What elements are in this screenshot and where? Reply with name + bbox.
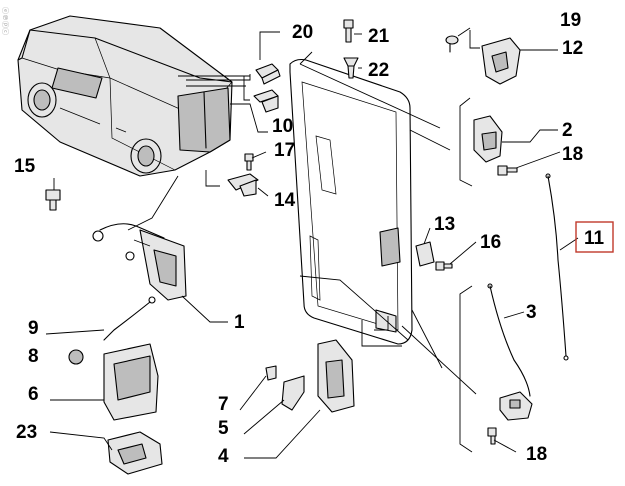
- watermark: ⓔ℗ⓟⓒ: [1, 7, 9, 35]
- callout-3[interactable]: 3: [526, 302, 537, 323]
- callout-4[interactable]: 4: [218, 446, 229, 467]
- part-22-stud: [343, 57, 359, 79]
- part-7-clip: [265, 365, 277, 381]
- callout-11-highlight-box: [575, 221, 614, 253]
- callout-6[interactable]: 6: [28, 384, 39, 405]
- callout-18-upper[interactable]: 18: [562, 144, 583, 165]
- part-13-striker: [415, 241, 435, 267]
- callouts: 20 21 19 12 22 10 2 17 18 15 14 13 11 16…: [14, 10, 614, 467]
- part-11-rod: [545, 173, 569, 361]
- part-14-bracket: [227, 173, 259, 197]
- callout-17[interactable]: 17: [274, 140, 295, 161]
- callout-12[interactable]: 12: [562, 38, 583, 59]
- callout-11[interactable]: 11: [584, 228, 605, 249]
- part-6-outer-handle: [103, 343, 159, 421]
- callout-21[interactable]: 21: [368, 26, 390, 47]
- part-4-inner-handle: [317, 339, 355, 413]
- part-19-clip: [445, 35, 459, 53]
- leader-lines: [45, 27, 579, 459]
- part-9-cable: [103, 296, 156, 341]
- callout-5[interactable]: 5: [218, 418, 229, 439]
- callout-22[interactable]: 22: [368, 60, 389, 81]
- part-2-hinge: [473, 115, 503, 163]
- callout-18-lower[interactable]: 18: [526, 444, 547, 465]
- part-8-cap: [68, 349, 84, 365]
- callout-2[interactable]: 2: [562, 120, 573, 141]
- van-illustration: [17, 15, 233, 177]
- callout-19[interactable]: 19: [560, 10, 581, 31]
- part-15-screw: [45, 189, 61, 211]
- part-18-bolt-upper: [497, 165, 518, 176]
- part-1-lock-assembly: [92, 223, 187, 301]
- callout-8[interactable]: 8: [28, 346, 39, 367]
- part-3-rod: [487, 283, 531, 397]
- callout-16[interactable]: 16: [480, 232, 501, 253]
- callout-20[interactable]: 20: [292, 22, 313, 43]
- callout-10[interactable]: 10: [272, 116, 293, 137]
- callout-23[interactable]: 23: [16, 422, 37, 443]
- callout-9[interactable]: 9: [28, 318, 39, 339]
- part-10-bracket: [253, 89, 279, 113]
- part-5-lever: [281, 375, 305, 411]
- part-18-bolt-lower: [487, 427, 497, 445]
- part-17-screw: [244, 153, 254, 171]
- callout-14[interactable]: 14: [274, 190, 296, 211]
- callout-1[interactable]: 1: [234, 312, 245, 333]
- part-12-cover: [481, 37, 521, 85]
- part-23-bracket: [107, 431, 163, 475]
- part-16-bolt: [435, 261, 453, 271]
- part-21-bolt: [343, 19, 354, 43]
- callout-7[interactable]: 7: [218, 394, 229, 415]
- part-20-bracket: [255, 63, 281, 85]
- callout-13[interactable]: 13: [434, 214, 455, 235]
- rear-door-panel: [289, 58, 413, 345]
- part-lower-latch: [499, 391, 533, 421]
- callout-15[interactable]: 15: [14, 156, 36, 177]
